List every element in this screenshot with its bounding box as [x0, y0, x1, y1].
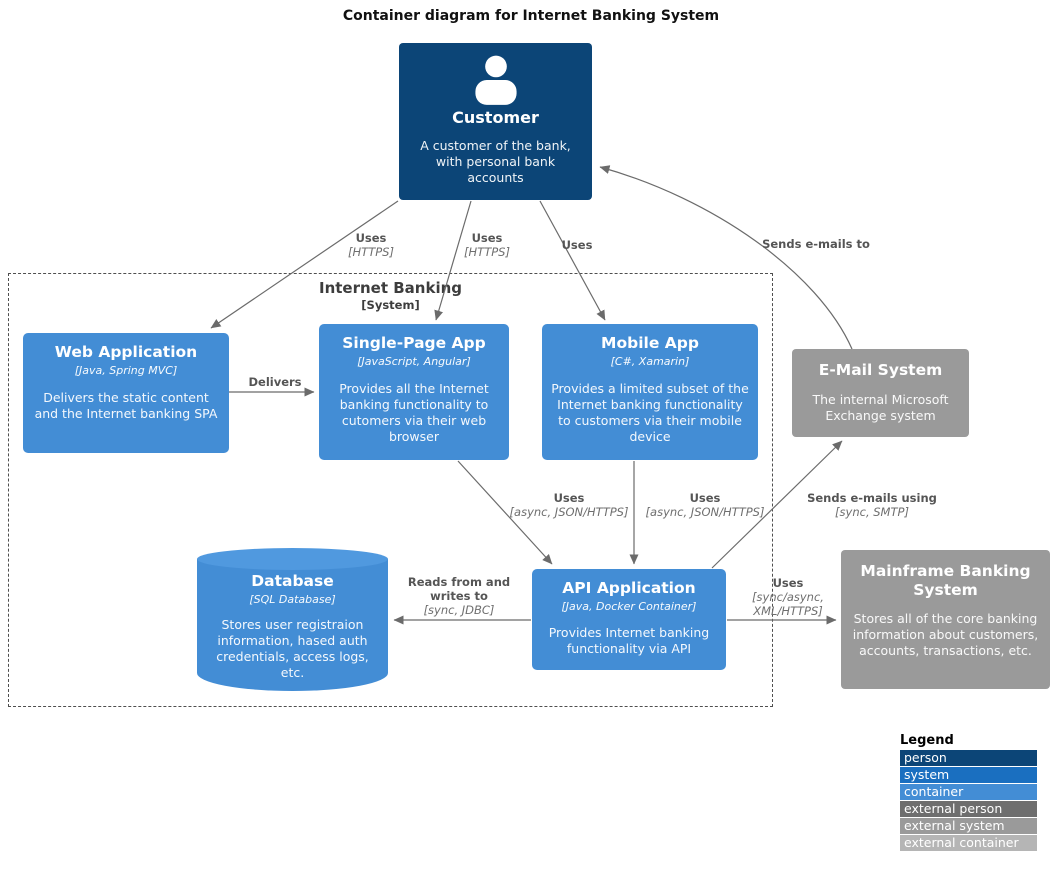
edge-label-webapp-spa: Delivers — [248, 375, 302, 389]
legend-item-container: container — [900, 784, 1037, 800]
node-single-page-app: Single-Page App [JavaScript, Angular] Pr… — [319, 324, 509, 460]
node-web-application: Web Application [Java, Spring MVC] Deliv… — [23, 333, 229, 453]
node-description: The internal Microsoft Exchange system — [812, 391, 949, 423]
node-customer: Customer A customer of the bank, with pe… — [399, 43, 592, 200]
node-title: Mobile App — [601, 334, 699, 352]
node-description: Stores user registraion information, has… — [216, 617, 369, 681]
node-description: Provides a limited subset of the Interne… — [551, 381, 749, 445]
node-mainframe-banking-system: Mainframe Banking System Stores all of t… — [841, 550, 1050, 689]
node-description: Delivers the static content and the Inte… — [34, 390, 218, 422]
legend-title: Legend — [900, 733, 954, 748]
diagram-title: Container diagram for Internet Banking S… — [342, 8, 720, 24]
legend-item-external-person: external person — [900, 801, 1037, 817]
node-email-system: E-Mail System The internal Microsoft Exc… — [792, 349, 969, 437]
edge-label-api-mainframe: Uses [sync/async, XML/HTTPS] — [752, 576, 824, 619]
node-title: E-Mail System — [818, 361, 943, 379]
node-title: Database — [251, 572, 334, 590]
node-description: Stores all of the core banking informati… — [852, 611, 1039, 659]
legend: Legend person system container external … — [900, 733, 1037, 852]
node-description: Provides Internet banking functionality … — [548, 625, 710, 657]
database-cylinder-body — [197, 559, 388, 691]
legend-item-system: system — [900, 767, 1037, 783]
node-description: A customer of the bank, with personal ba… — [420, 138, 571, 186]
person-icon — [470, 55, 522, 105]
edge-label-api-email: Sends e-mails using [sync, SMTP] — [807, 491, 937, 520]
edge-label-email-customer: Sends e-mails to — [762, 237, 870, 251]
node-technology: [Java, Docker Container] — [561, 599, 697, 613]
node-title: API Application — [562, 579, 696, 597]
node-technology: [C#, Xamarin] — [610, 354, 690, 368]
node-description: Provides all the Internet banking functi… — [339, 381, 489, 445]
boundary-label: Internet Banking [System] — [9, 279, 772, 312]
node-technology: [SQL Database] — [249, 592, 336, 606]
edge-label-api-database: Reads from and writes to [sync, JDBC] — [407, 575, 511, 618]
edge-label-customer-spa: Uses [HTTPS] — [464, 231, 510, 260]
edge-label-customer-webapp: Uses [HTTPS] — [348, 231, 394, 260]
node-title: Customer — [452, 108, 539, 127]
boundary-name: Internet Banking — [318, 279, 462, 297]
node-mobile-app: Mobile App [C#, Xamarin] Provides a limi… — [542, 324, 758, 460]
node-title: Mainframe Banking System — [860, 562, 1031, 599]
node-title: Web Application — [54, 343, 198, 361]
node-technology: [JavaScript, Angular] — [357, 354, 471, 368]
legend-item-person: person — [900, 750, 1037, 766]
legend-item-external-container: external container — [900, 835, 1037, 851]
node-title: Single-Page App — [342, 334, 486, 352]
legend-item-external-system: external system — [900, 818, 1037, 834]
boundary-type: [System] — [361, 298, 420, 312]
node-technology: [Java, Spring MVC] — [74, 363, 178, 377]
database-cylinder-top — [197, 548, 388, 570]
edge-label-customer-mobile: Uses — [561, 238, 593, 252]
node-database: Database [SQL Database] Stores user regi… — [197, 548, 388, 691]
edge-label-spa-api: Uses [async, JSON/HTTPS] — [509, 491, 629, 520]
edge-label-mobile-api: Uses [async, JSON/HTTPS] — [645, 491, 765, 520]
node-api-application: API Application [Java, Docker Container]… — [532, 569, 726, 670]
